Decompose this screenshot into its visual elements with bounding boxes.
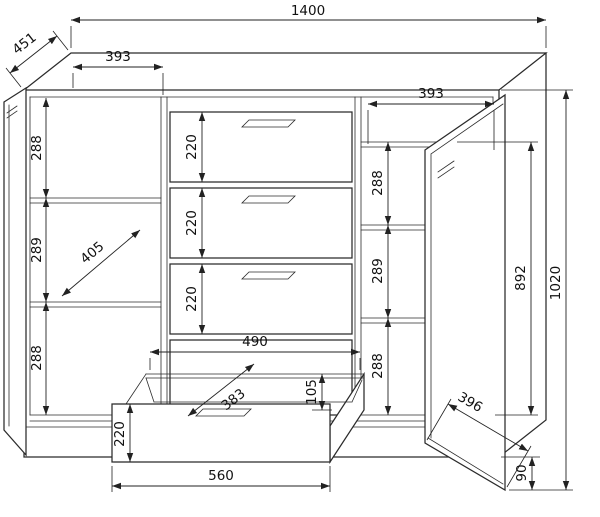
dim-label-drawer-side-height: 105	[304, 379, 320, 405]
dim-label-left-mid: 289	[29, 237, 45, 263]
dim-label-shelf-diagonal: 405	[77, 239, 107, 268]
dim-left-section-width: 393	[72, 49, 164, 95]
dim-right-section-width: 393	[367, 86, 495, 150]
open-drawer-left-rim	[125, 373, 147, 405]
right-shelves	[360, 141, 456, 324]
dim-label-left-bottom: 288	[29, 345, 45, 371]
dim-label-right-width: 393	[418, 86, 444, 102]
open-drawer-box	[111, 371, 365, 465]
dim-ext	[72, 73, 164, 95]
carcass-right-side	[498, 52, 547, 458]
dim-label-drawer3: 220	[184, 286, 200, 312]
carcass-top-face	[23, 52, 548, 91]
right-door-panel	[424, 93, 506, 492]
dim-shelf-diagonal: 405	[61, 229, 141, 297]
dim-label-drawer-outer-width: 560	[208, 468, 234, 484]
drawer1-handle	[241, 119, 296, 128]
dim-ext	[426, 398, 532, 488]
dim-label-right-mid: 289	[370, 258, 386, 284]
dim-label-right-top: 288	[370, 170, 386, 196]
dim-depth: 451	[5, 30, 69, 88]
dim-ext	[367, 110, 495, 150]
drawer2-front	[169, 187, 353, 259]
open-drawer-front-panel	[111, 403, 331, 463]
open-drawer-back-rim	[145, 373, 365, 379]
drawer1-front	[169, 111, 353, 183]
open-drawer-interior-bottom	[145, 377, 363, 403]
dim-label-right-bottom: 288	[370, 353, 386, 379]
carcass-partitions	[160, 96, 362, 416]
dim-label-interior-height: 892	[513, 265, 529, 291]
dim-label-drawer-inner-width: 490	[242, 334, 268, 350]
left-door-panel	[3, 86, 27, 457]
right-door-inner-edge	[427, 103, 504, 485]
dim-label-drawer2: 220	[184, 210, 200, 236]
left-door-handle	[6, 105, 18, 119]
dim-ext	[5, 30, 69, 88]
drawer3-front	[169, 263, 353, 335]
dim-label-drawer1: 220	[184, 134, 200, 160]
dim-label-plinth-height: 90	[514, 464, 530, 481]
dim-drawer-inner-width: 490	[149, 334, 361, 370]
dim-right-compartments: 288 289 288	[370, 142, 392, 415]
dim-left-compartments: 288 289 288	[29, 98, 50, 415]
dim-line	[447, 403, 529, 452]
right-door-open	[424, 93, 506, 492]
dim-overall-height: 1020	[501, 89, 573, 491]
dim-line	[9, 35, 58, 74]
left-door-open	[3, 86, 27, 457]
dim-drawer-side-height: 105	[304, 374, 332, 411]
dim-line	[187, 363, 255, 417]
drawer2-handle	[241, 195, 296, 204]
dim-drawer-outer-width: 560	[111, 466, 331, 492]
dim-drawer-front-height: 220	[112, 403, 140, 463]
dim-ext	[501, 89, 573, 491]
drawer-fronts	[169, 111, 353, 335]
dim-overall-width: 1400	[70, 3, 547, 48]
right-door-handle	[437, 160, 455, 179]
dim-label-left-top: 288	[29, 135, 45, 161]
dim-label-overall-height: 1020	[548, 266, 564, 300]
dim-label-drawer-front-height: 220	[112, 421, 128, 447]
dim-drawer-heights: 220 220 220	[184, 112, 206, 334]
dim-label-overall-width: 1400	[291, 3, 325, 19]
drawer3-handle	[241, 271, 296, 280]
dim-label-left-width: 393	[105, 49, 131, 65]
dim-ext	[149, 358, 361, 370]
left-shelves	[29, 197, 162, 308]
dim-line	[61, 229, 141, 297]
dim-ext	[70, 26, 547, 48]
dim-plinth-height: 90	[501, 456, 540, 490]
